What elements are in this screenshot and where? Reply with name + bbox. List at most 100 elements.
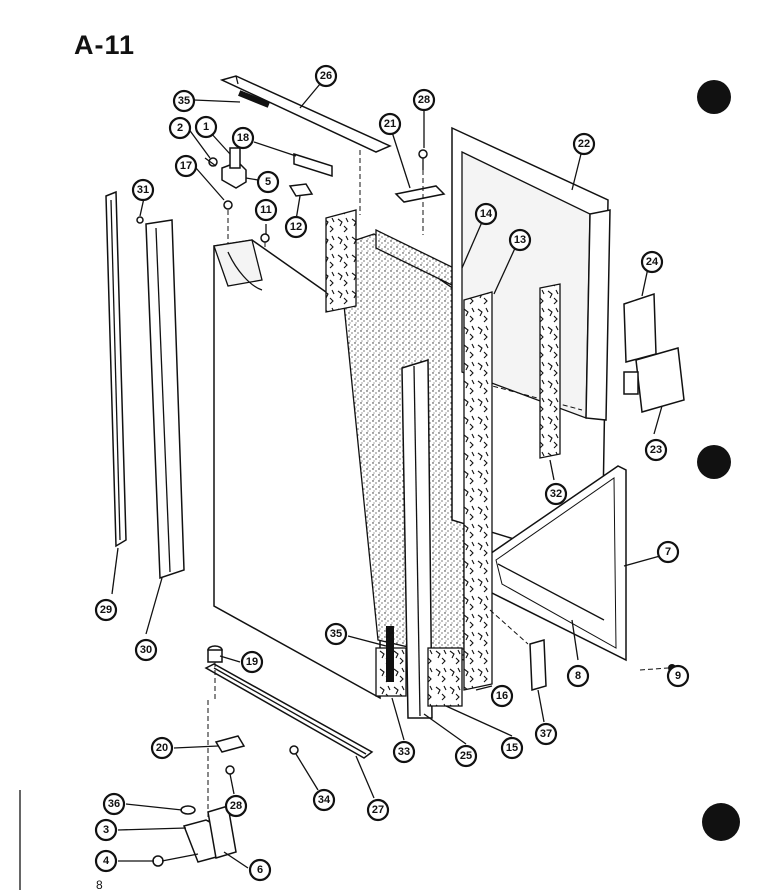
svg-text:14: 14 bbox=[480, 208, 493, 220]
part-door-trim-center bbox=[401, 358, 433, 719]
callout-23: 23 bbox=[644, 438, 668, 462]
part-hinge-pin bbox=[207, 645, 223, 663]
callout-18: 18 bbox=[231, 126, 255, 150]
part-washer bbox=[180, 805, 196, 815]
callout-2: 2 bbox=[168, 116, 192, 140]
callout-20: 20 bbox=[150, 736, 174, 760]
svg-text:28: 28 bbox=[418, 94, 430, 106]
callout-28-top: 28 bbox=[412, 88, 436, 112]
callout-34: 34 bbox=[312, 788, 336, 812]
svg-text:19: 19 bbox=[246, 656, 258, 668]
svg-text:17: 17 bbox=[180, 160, 192, 172]
svg-text:21: 21 bbox=[384, 118, 396, 130]
callout-16: 16 bbox=[490, 684, 514, 708]
part-gasket-strip-top bbox=[238, 90, 270, 108]
callout-29: 29 bbox=[94, 598, 118, 622]
svg-text:25: 25 bbox=[460, 750, 472, 762]
part-bracket-top bbox=[394, 149, 446, 235]
part-insulation-foam bbox=[325, 209, 465, 661]
svg-text:29: 29 bbox=[100, 604, 112, 616]
svg-text:15: 15 bbox=[506, 742, 518, 754]
callout-35-bottom: 35 bbox=[324, 622, 348, 646]
svg-text:3: 3 bbox=[103, 824, 109, 836]
part-hinge-hardware bbox=[204, 147, 333, 248]
callout-32: 32 bbox=[544, 482, 568, 506]
svg-text:26: 26 bbox=[320, 70, 332, 82]
callout-14: 14 bbox=[474, 202, 498, 226]
binding-hole-2 bbox=[697, 445, 731, 479]
svg-text:8: 8 bbox=[575, 670, 581, 682]
part-door-trim-left bbox=[105, 190, 185, 580]
callout-12: 12 bbox=[284, 215, 308, 239]
binding-hole-1 bbox=[697, 80, 731, 114]
svg-text:20: 20 bbox=[156, 742, 168, 754]
part-hinge-plate bbox=[214, 735, 246, 753]
callout-11: 11 bbox=[254, 198, 278, 222]
svg-text:28: 28 bbox=[230, 800, 242, 812]
svg-text:11: 11 bbox=[260, 204, 272, 216]
callout-37: 37 bbox=[534, 722, 558, 746]
svg-text:4: 4 bbox=[103, 855, 110, 867]
callout-22: 22 bbox=[572, 132, 596, 156]
svg-text:22: 22 bbox=[578, 138, 590, 150]
svg-text:6: 6 bbox=[257, 864, 263, 876]
svg-text:18: 18 bbox=[237, 132, 249, 144]
part-bottom-spacers bbox=[375, 626, 463, 707]
callout-35-top: 35 bbox=[172, 89, 196, 113]
callout-21: 21 bbox=[378, 112, 402, 136]
part-door-handle bbox=[623, 292, 685, 413]
callout-6: 6 bbox=[248, 858, 272, 882]
svg-text:23: 23 bbox=[650, 444, 662, 456]
svg-text:30: 30 bbox=[140, 644, 152, 656]
svg-text:1: 1 bbox=[203, 121, 209, 133]
part-screw-28-bottom bbox=[225, 765, 235, 775]
callout-26: 26 bbox=[314, 64, 338, 88]
diagram-title: A-11 bbox=[74, 30, 136, 60]
callout-28-bottom: 28 bbox=[224, 794, 248, 818]
svg-text:37: 37 bbox=[540, 728, 552, 740]
callout-5: 5 bbox=[256, 170, 280, 194]
callout-30: 30 bbox=[134, 638, 158, 662]
svg-text:9: 9 bbox=[675, 670, 681, 682]
part-gasket-retainer bbox=[497, 563, 605, 621]
callout-13: 13 bbox=[508, 228, 532, 252]
part-bracket-37 bbox=[529, 639, 547, 691]
callout-1: 1 bbox=[194, 115, 218, 139]
svg-text:12: 12 bbox=[290, 221, 302, 233]
svg-text:27: 27 bbox=[372, 804, 384, 816]
svg-text:5: 5 bbox=[265, 176, 271, 188]
binding-hole-3 bbox=[702, 803, 740, 841]
part-lower-hinge bbox=[182, 805, 237, 863]
page-number: 8 bbox=[96, 878, 103, 892]
part-breaker-strip bbox=[463, 291, 493, 691]
callout-19: 19 bbox=[240, 650, 264, 674]
callout-8: 8 bbox=[566, 664, 590, 688]
callout-27: 27 bbox=[366, 798, 390, 822]
svg-text:36: 36 bbox=[108, 798, 120, 810]
svg-text:16: 16 bbox=[496, 690, 508, 702]
part-hinge-bolt bbox=[152, 853, 199, 867]
callout-36: 36 bbox=[102, 792, 126, 816]
part-door-shelf-post bbox=[539, 283, 561, 459]
svg-text:33: 33 bbox=[398, 746, 410, 758]
callout-9: 9 bbox=[666, 664, 690, 688]
svg-text:31: 31 bbox=[137, 184, 149, 196]
svg-text:32: 32 bbox=[550, 488, 562, 500]
svg-text:13: 13 bbox=[514, 234, 526, 246]
callout-3: 3 bbox=[94, 818, 118, 842]
part-top-rail bbox=[219, 75, 392, 153]
svg-text:34: 34 bbox=[318, 794, 331, 806]
part-bottom-rail bbox=[204, 663, 374, 759]
callout-25: 25 bbox=[454, 744, 478, 768]
callout-24: 24 bbox=[640, 250, 664, 274]
callout-33: 33 bbox=[392, 740, 416, 764]
callout-7: 7 bbox=[656, 540, 680, 564]
callout-31: 31 bbox=[131, 178, 155, 202]
svg-text:35: 35 bbox=[330, 628, 342, 640]
callout-15: 15 bbox=[500, 736, 524, 760]
callout-17: 17 bbox=[174, 154, 198, 178]
svg-text:24: 24 bbox=[646, 256, 659, 268]
callout-4: 4 bbox=[94, 849, 118, 873]
svg-text:7: 7 bbox=[665, 546, 671, 558]
